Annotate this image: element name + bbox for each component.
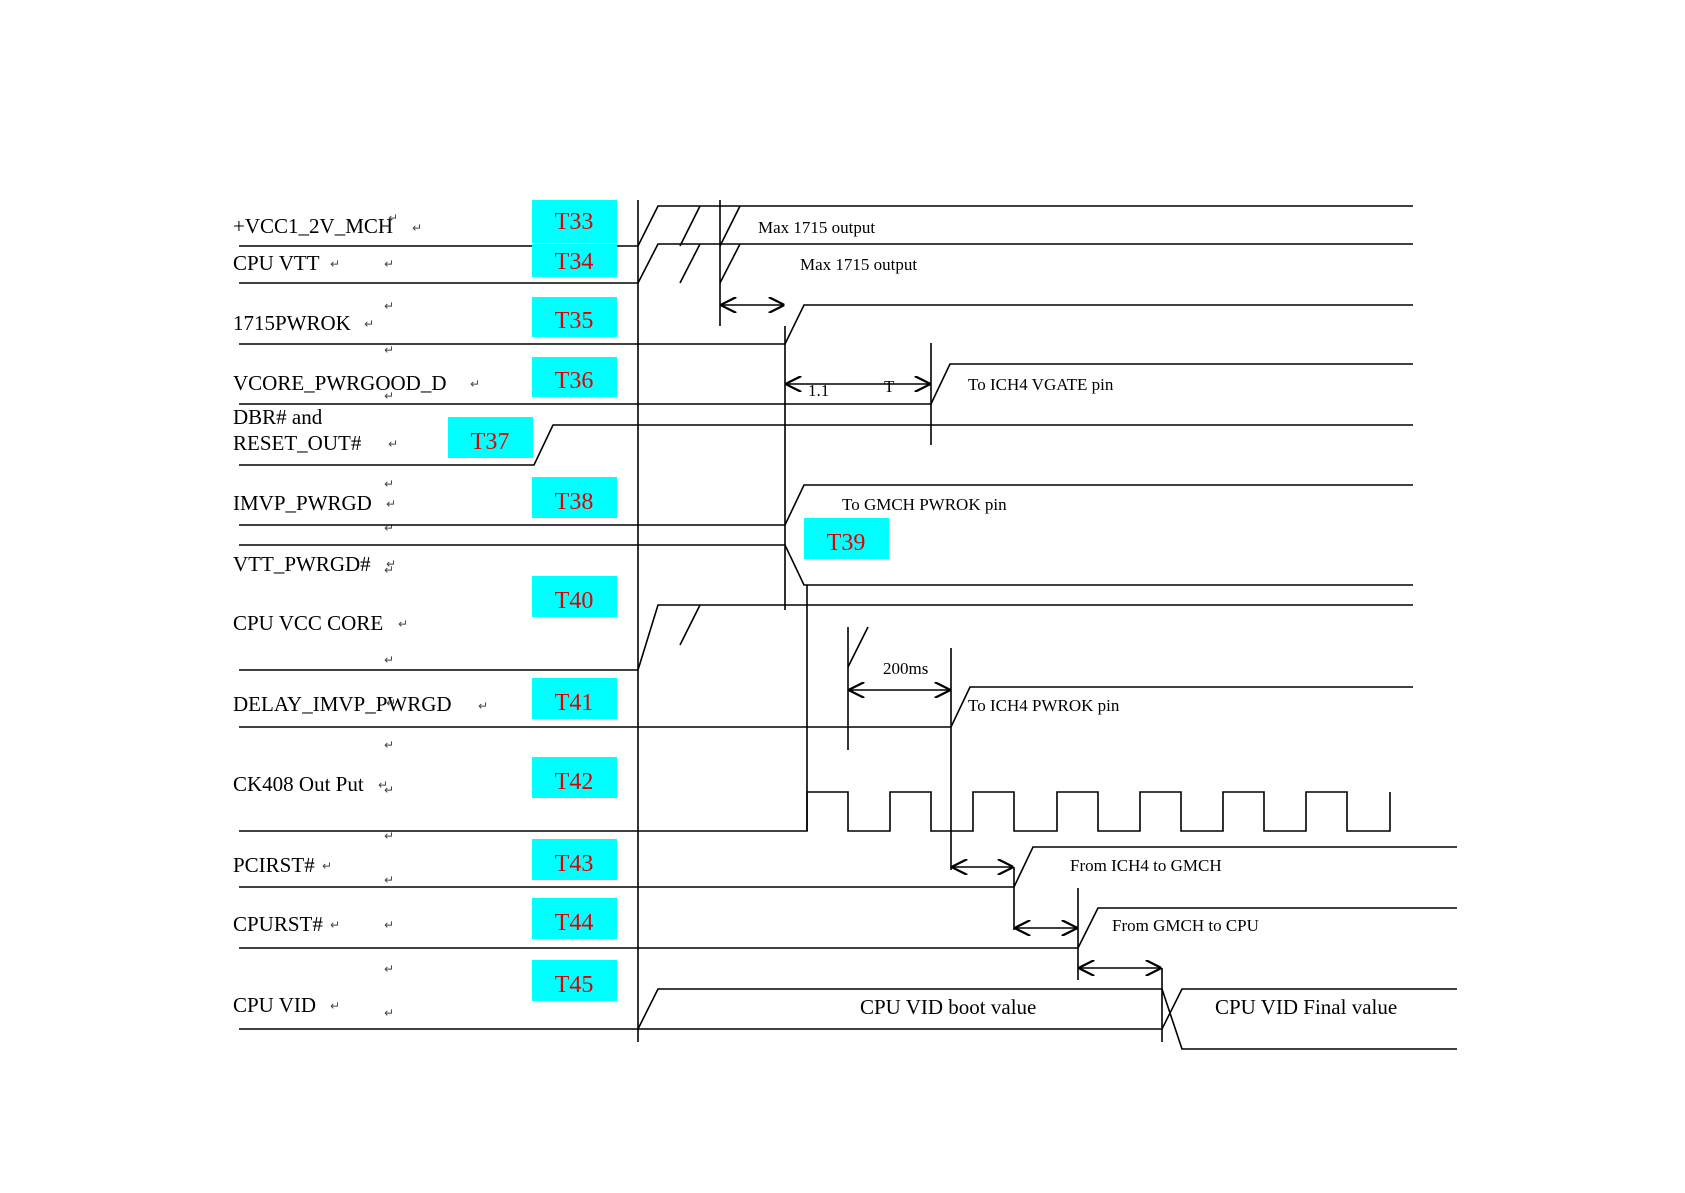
svg-text:↵: ↵ [384, 1006, 394, 1020]
svg-text:↵: ↵ [322, 859, 332, 873]
svg-text:↵: ↵ [384, 738, 394, 752]
svg-text:↵: ↵ [378, 778, 388, 792]
svg-text:T45: T45 [555, 972, 594, 998]
signal-label-ck408: CK408 Out Put [233, 772, 364, 796]
svg-text:T38: T38 [555, 489, 594, 515]
waveform-vcore-pwrgood [239, 363, 1413, 405]
svg-text:↵: ↵ [386, 497, 396, 511]
tag-t44: T44 [532, 898, 617, 939]
note-interval-1: 1.1 [808, 381, 829, 400]
signal-label-imvp-pwrgd: IMVP_PWRGD [233, 491, 372, 515]
signal-label-1715pwrok: 1715PWROK [233, 311, 351, 335]
waveform-dbr-reset [239, 424, 1413, 466]
svg-text:T33: T33 [555, 209, 594, 235]
tag-t42: T42 [532, 757, 617, 798]
svg-text:↵: ↵ [384, 653, 394, 667]
tag-t45: T45 [532, 960, 617, 1001]
note-gmch-to-cpu: From GMCH to CPU [1112, 916, 1259, 935]
svg-text:↵: ↵ [384, 389, 394, 403]
waveform-cpu-vcc-core [239, 604, 1413, 671]
note-gmch-pwrok: To GMCH PWROK pin [842, 495, 1007, 514]
note-max1715-a: Max 1715 output [758, 218, 875, 237]
svg-text:↵: ↵ [398, 617, 408, 631]
waveform-vcc12 [239, 205, 1413, 247]
svg-text:↵: ↵ [384, 918, 394, 932]
svg-text:↵: ↵ [478, 699, 488, 713]
svg-text:↵: ↵ [364, 317, 374, 331]
marker-delay-edge [847, 626, 869, 668]
svg-text:T43: T43 [555, 851, 594, 877]
svg-text:T37: T37 [471, 429, 510, 455]
note-ich4-pwrok: To ICH4 PWROK pin [968, 696, 1120, 715]
tag-t37: T37 [448, 417, 533, 458]
svg-text:↵: ↵ [384, 477, 394, 491]
svg-text:↵: ↵ [330, 257, 340, 271]
note-ich4-to-gmch: From ICH4 to GMCH [1070, 856, 1222, 875]
svg-text:↵: ↵ [384, 829, 394, 843]
tag-t40: T40 [532, 576, 617, 617]
tag-t43: T43 [532, 839, 617, 880]
tag-t41: T41 [532, 678, 617, 719]
svg-text:T39: T39 [827, 530, 866, 556]
tag-t34: T34 [532, 244, 617, 277]
svg-text:↵: ↵ [384, 299, 394, 313]
svg-text:T41: T41 [555, 690, 594, 716]
return-marks: ↵ ↵ ↵ ↵ ↵ ↵ ↵ ↵ ↵ ↵ ↵ ↵ ↵ ↵ ↵ ↵ ↵ ↵ ↵ ↵ ↵ ↵ ↵ ↵ ↵ ↵ ↵ ↵ ↵… [322, 211, 524, 1020]
waveform-cpurst [239, 907, 1457, 949]
tag-t39: T39 [804, 518, 889, 559]
signal-label-dbr-line2: RESET_OUT# [233, 431, 362, 455]
signal-label-vcc12: +VCC1_2V_MCH [233, 214, 393, 238]
tag-t33: T33 [532, 200, 617, 243]
svg-text:↵: ↵ [384, 343, 394, 357]
signal-label-vtt-pwrgd: VTT_PWRGD# [233, 552, 371, 576]
signal-label-pcirst: PCIRST# [233, 853, 315, 877]
svg-text:T34: T34 [555, 249, 594, 275]
svg-text:T35: T35 [555, 308, 594, 334]
svg-text:T44: T44 [555, 910, 594, 936]
signal-label-delay-imvp: DELAY_IMVP_PWRGD [233, 692, 452, 716]
svg-text:↵: ↵ [386, 557, 396, 571]
vid-final-value: CPU VID Final value [1215, 995, 1397, 1019]
svg-text:↵: ↵ [384, 962, 394, 976]
svg-text:T40: T40 [555, 588, 594, 614]
svg-text:T42: T42 [555, 769, 594, 795]
note-max1715-b: Max 1715 output [800, 255, 917, 274]
signal-label-vcore-pwrgood: VCORE_PWRGOOD_D [233, 371, 447, 395]
svg-text:↵: ↵ [412, 221, 422, 235]
svg-text:↵: ↵ [330, 918, 340, 932]
waveform-1715pwrok [239, 304, 1413, 345]
svg-text:↵: ↵ [384, 783, 394, 797]
tag-t36: T36 [532, 357, 617, 397]
tag-t35: T35 [532, 297, 617, 337]
svg-text:T36: T36 [555, 368, 594, 394]
note-200ms: 200ms [883, 659, 928, 678]
svg-text:↵: ↵ [470, 377, 480, 391]
svg-text:↵: ↵ [388, 437, 398, 451]
svg-text:↵: ↵ [330, 999, 340, 1013]
svg-text:↵: ↵ [384, 257, 394, 271]
signal-label-cpu-vcc-core: CPU VCC CORE [233, 611, 383, 635]
svg-text:↵: ↵ [384, 563, 394, 577]
waveform-ck408 [239, 791, 1391, 832]
svg-text:↵: ↵ [386, 696, 396, 710]
tag-t38: T38 [532, 477, 617, 518]
svg-text:↵: ↵ [384, 873, 394, 887]
signal-label-cpurst: CPURST# [233, 912, 323, 936]
waveform-imvp-pwrgd [239, 484, 1413, 526]
waveform-pcirst [239, 846, 1457, 888]
vid-boot-value: CPU VID boot value [860, 995, 1036, 1019]
note-ich4-vgate: To ICH4 VGATE pin [968, 375, 1114, 394]
waveform-vtt-pwrgd [239, 544, 1413, 586]
svg-text:↵: ↵ [384, 521, 394, 535]
signal-label-cpuvtt: CPU VTT [233, 251, 320, 275]
note-interval-2: T [884, 377, 895, 396]
svg-text:↵: ↵ [388, 211, 398, 225]
waveform-cpuvtt [239, 243, 1413, 284]
waveform-delay-imvp [239, 686, 1413, 728]
signal-label-cpu-vid: CPU VID [233, 993, 316, 1017]
signal-label-dbr-line1: DBR# and [233, 405, 323, 429]
